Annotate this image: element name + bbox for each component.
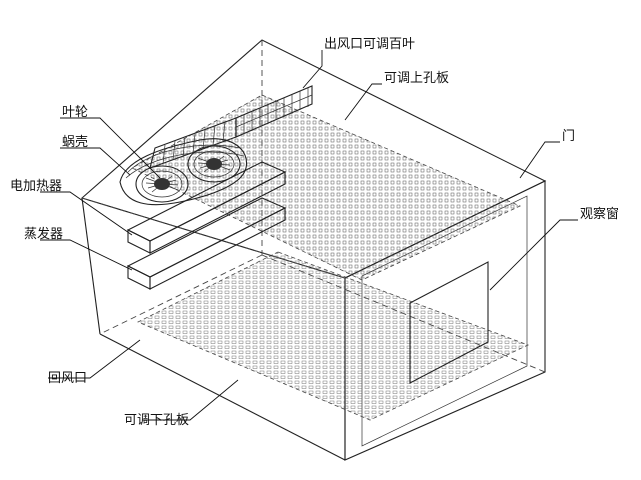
leader-lines	[40, 50, 578, 421]
label-outlet-louver: 出风口可调百叶	[324, 37, 415, 52]
label-volute: 蜗壳	[62, 134, 88, 150]
upper-perforated-plate	[131, 94, 521, 281]
label-upper-plate: 可调上孔板	[384, 71, 449, 86]
label-lower-plate: 可调下孔板	[124, 413, 189, 428]
observation-window	[409, 261, 489, 384]
lower-perforated-plate	[137, 251, 530, 421]
label-window: 观察窗	[580, 206, 619, 222]
impeller-left	[135, 165, 189, 203]
impeller-right	[187, 145, 241, 183]
label-door: 门	[562, 129, 575, 144]
fan-assembly	[119, 117, 248, 206]
electric-heater	[126, 161, 287, 254]
outlet-louver	[235, 85, 313, 138]
box-left-edge	[81, 197, 101, 335]
box-bottom-front-edge	[99, 333, 346, 461]
label-evaporator: 蒸发器	[24, 226, 63, 242]
label-impeller: 叶轮	[62, 105, 88, 120]
volute-housing	[119, 138, 248, 206]
label-return-vent: 回风口	[48, 371, 87, 386]
label-heater: 电加热器	[10, 179, 62, 194]
evaporator	[126, 197, 287, 290]
